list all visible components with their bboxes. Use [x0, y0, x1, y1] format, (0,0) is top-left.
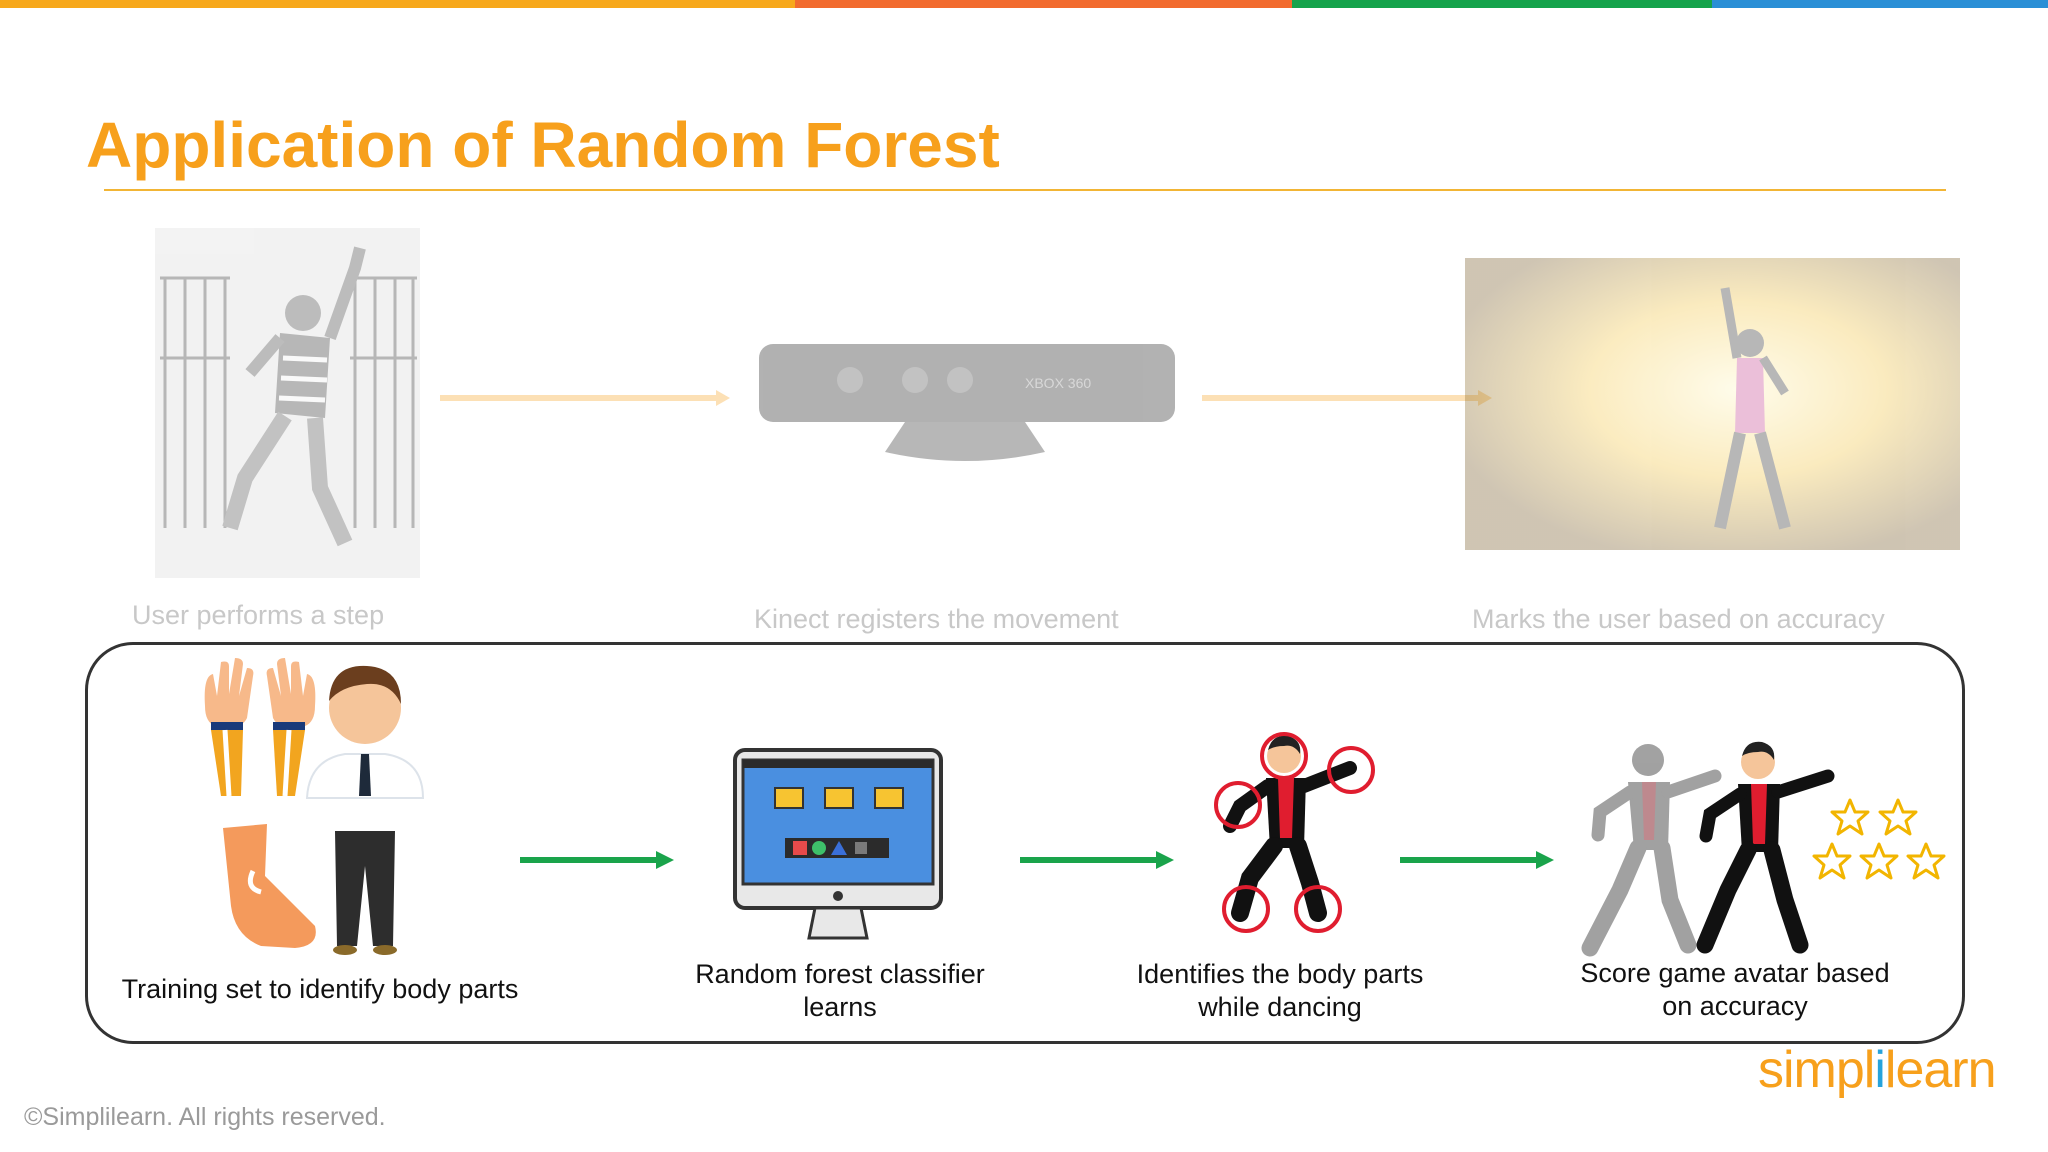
caption-identifies: Identifies the body parts while dancing [1080, 958, 1480, 1024]
logo-part-3: learn [1884, 1041, 1997, 1099]
caption-score-avatar: Score game avatar based on accuracy [1535, 957, 1935, 1023]
green-arrow-2 [1020, 851, 1174, 869]
dancer-joints-icon [1214, 732, 1375, 933]
faded-arrow-2 [1202, 390, 1492, 406]
avatar-stars-icon [1581, 741, 1946, 957]
caption-identifies-line1: Identifies the body parts [1136, 959, 1424, 989]
kinect-sensor: XBOX 360 [759, 344, 1175, 461]
bar-segment-blue [1712, 0, 2048, 8]
dancer-photo [155, 228, 420, 578]
caption-training-set: Training set to identify body parts [121, 974, 519, 1004]
game-screen [1465, 258, 1960, 550]
green-arrow-1 [520, 851, 674, 869]
caption-score-avatar-line1: Score game avatar based [1580, 958, 1890, 988]
bar-segment-green [1292, 0, 1712, 8]
step-caption-kinect: Kinect registers the movement [754, 604, 1119, 634]
step-caption-marks-user: Marks the user based on accuracy [1472, 604, 1885, 634]
title-underline [104, 189, 1946, 191]
simplilearn-logo: simplilearn [1758, 1040, 1997, 1100]
bar-segment-red [795, 0, 1292, 8]
faded-arrow-1 [440, 390, 730, 406]
caption-random-forest: Random forest classifier learns [640, 958, 1040, 1024]
step-caption-user-performs: User performs a step [132, 600, 385, 630]
computer-monitor-icon [733, 748, 943, 940]
bar-segment-orange [0, 0, 795, 8]
caption-random-forest-line1: Random forest classifier [695, 959, 985, 989]
caption-identifies-line2: while dancing [1198, 992, 1362, 1022]
logo-part-2: i [1874, 1041, 1886, 1099]
caption-score-avatar-line2: on accuracy [1662, 991, 1808, 1021]
caption-random-forest-line2: learns [803, 992, 877, 1022]
green-arrow-3 [1400, 851, 1554, 869]
body-parts-icon [204, 658, 425, 955]
copyright-text: ©Simplilearn. All rights reserved. [24, 1103, 386, 1131]
logo-part-1: simpl [1758, 1041, 1875, 1099]
top-color-bar [0, 0, 2048, 8]
kinect-device-label: XBOX 360 [1025, 375, 1091, 391]
slide-title: Application of Random Forest [86, 109, 1000, 181]
rating-stars [1812, 798, 1946, 880]
